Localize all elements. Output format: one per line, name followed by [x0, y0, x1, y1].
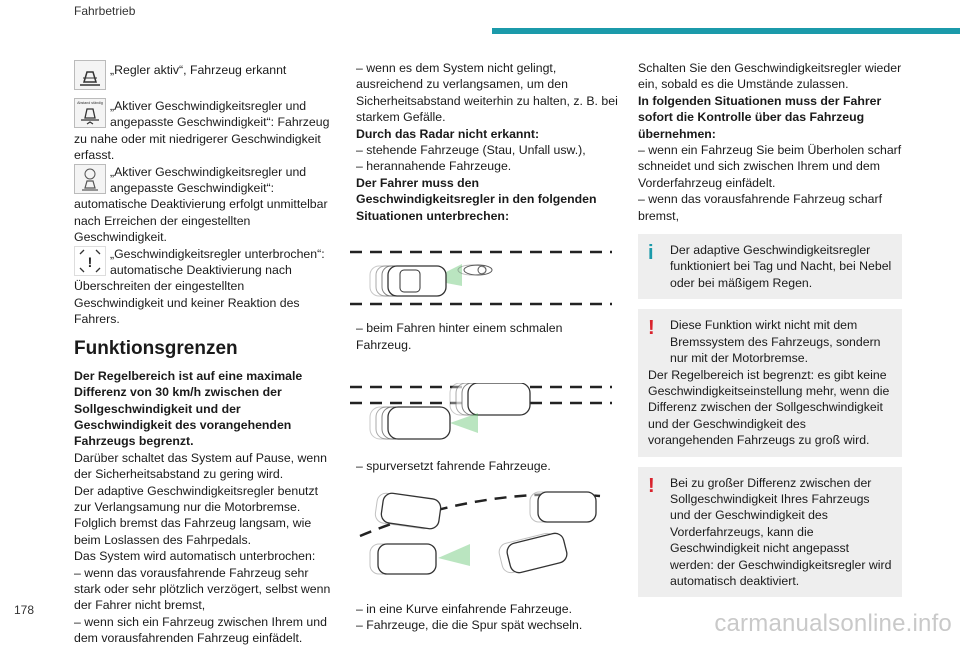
indicator-text: „Regler aktiv“, Fahrzeug erkannt [110, 63, 287, 77]
indicator-item: ! „Geschwindigkeitsregler unterbrochen“:… [74, 245, 336, 328]
header-accent-bar [492, 28, 960, 34]
note-text: Der adaptive Geschwindigkeitsregler funk… [670, 243, 892, 290]
curve-vehicles-illustration [359, 491, 601, 575]
info-note: i Der adaptive Geschwindigkeitsregler fu… [638, 234, 902, 300]
column-left: „Regler aktiv“, Fahrzeug erkannt Abstand… [74, 60, 336, 647]
paragraph: Schalten Sie den Geschwindigkeitsregler … [638, 61, 902, 92]
section-heading: Funktionsgrenzen [74, 337, 238, 359]
indicator-item: „Aktiver Geschwindigkeitsregler und ange… [74, 163, 336, 246]
watermark: carmanualsonline.info [714, 610, 952, 637]
page-number: 178 [14, 603, 35, 617]
indicator-item: „Regler aktiv“, Fahrzeug erkannt [74, 60, 336, 90]
note-text: Bei zu großer Differenz zwischen der Sol… [670, 475, 892, 588]
warning-icon: ! [648, 474, 655, 497]
list-item: – herannahende Fahrzeuge. [356, 159, 512, 174]
list-item: – wenn ein Fahrzeug Sie beim Überholen s… [638, 143, 902, 190]
indicator-text: „Geschwindigkeitsregler unterbrochen“: a… [74, 246, 325, 327]
paragraph: – wenn das vorausfahrende Fahrzeug sehr … [74, 565, 331, 613]
indicator-item: Abstand ständig „Aktiver Geschwindigkeit… [74, 98, 336, 164]
figure-caption: – in eine Kurve einfahrende Fahrzeuge. [356, 601, 573, 616]
section-header: Fahrbetrieb [74, 4, 136, 18]
list-item: – wenn das vorausfahrende Fahrzeug schar… [638, 192, 883, 223]
paragraph: – wenn sich ein Fahrzeug zwischen Ihrem … [74, 614, 327, 646]
info-icon: i [648, 242, 654, 265]
auto-deactivation-icon [74, 163, 106, 194]
paragraph: Darüber schaltet das System auf Pause, w… [74, 450, 327, 482]
bold-heading: Der Fahrer muss den Geschwindigkeitsregl… [356, 175, 597, 223]
indicator-text: „Aktiver Geschwindigkeitsregler und ange… [74, 164, 328, 245]
figure-caption: – spurversetzt fahrende Fahrzeuge. [356, 458, 551, 473]
warning-icon: ! [648, 317, 655, 340]
figure-caption: – Fahrzeuge, die die Spur spät wechseln. [356, 617, 583, 632]
narrow-vehicle-illustration [350, 250, 612, 306]
note-text: Der Regelbereich ist begrenzt: es gibt k… [648, 367, 890, 448]
paragraph: Folglich bremst das Fahrzeug langsam, wi… [74, 516, 312, 547]
note-text: Diese Funktion wirkt nicht mit dem Brems… [670, 318, 881, 366]
bold-intro: Der Regelbereich ist auf eine maximale D… [74, 368, 303, 449]
paragraph: Das System wird automatisch unterbrochen… [74, 549, 316, 564]
indicator-icon-label: Abstand ständig [77, 101, 103, 105]
svg-text:!: ! [88, 254, 93, 270]
figure-caption: – beim Fahren hinter einem schmalen Fahr… [356, 321, 563, 352]
column-middle: – wenn es dem System nicht gelingt, ausr… [350, 60, 618, 633]
warning-note: ! Bei zu großer Differenz zwischen der S… [638, 466, 902, 598]
bold-heading: In folgenden Situationen muss der Fahrer… [638, 93, 882, 141]
warning-note: ! Diese Funktion wirkt nicht mit dem Bre… [638, 309, 902, 457]
offset-vehicles-illustration [350, 382, 612, 440]
indicator-text: „Aktiver Geschwindigkeitsregler und ange… [74, 99, 330, 163]
column-right: Schalten Sie den Geschwindigkeitsregler … [638, 60, 902, 607]
list-item: – stehende Fahrzeuge (Stau, Unfall usw.)… [356, 143, 586, 158]
list-item: – wenn es dem System nicht gelingt, ausr… [356, 61, 618, 125]
paragraph: Der adaptive Geschwindigkeitsregler benu… [74, 483, 319, 514]
vehicle-detected-icon [74, 60, 106, 90]
bold-heading: Durch das Radar nicht erkannt: [356, 126, 540, 141]
regulator-interrupted-icon: ! [74, 245, 106, 276]
vehicle-too-close-icon: Abstand ständig [74, 98, 106, 128]
